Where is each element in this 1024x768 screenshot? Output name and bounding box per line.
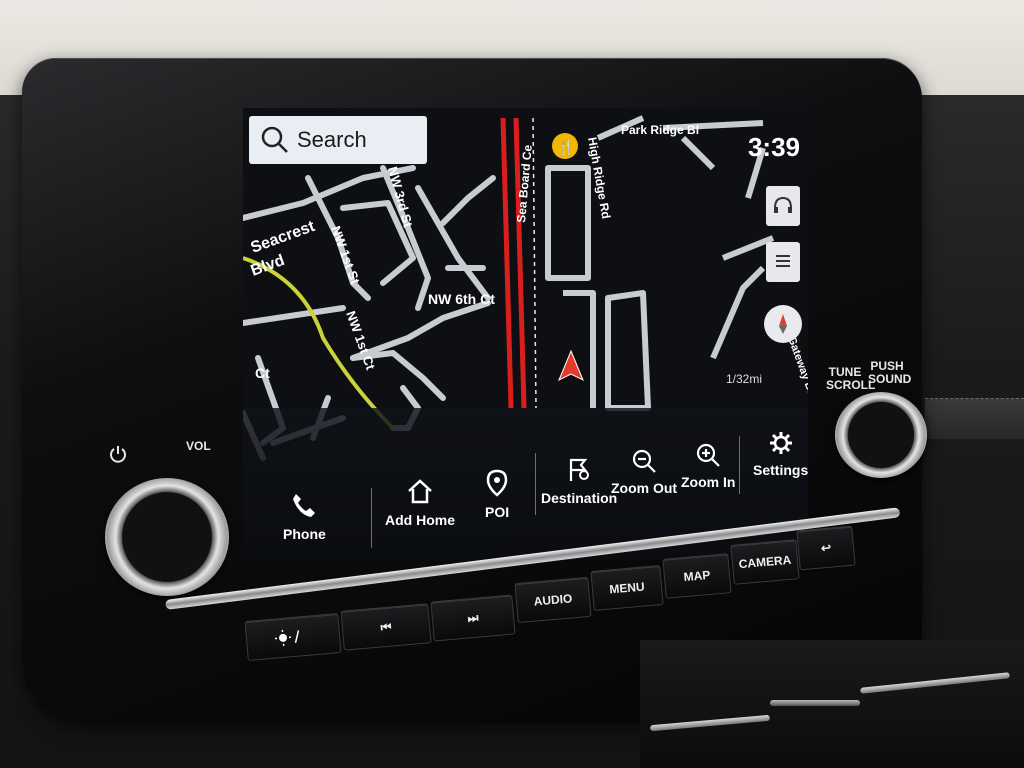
vent-slat [649, 714, 771, 732]
audio-button[interactable]: AUDIO [514, 576, 592, 624]
camera-label: CAMERA [738, 552, 792, 572]
destination-button[interactable]: Destination [541, 456, 617, 506]
compass-icon [779, 314, 787, 334]
divider [739, 436, 740, 494]
street-label-park-ridge: Park Ridge Bl [621, 123, 699, 137]
back-arrow-icon: ↩ [820, 540, 832, 556]
previous-track-icon: ⏮ [379, 619, 392, 634]
previous-track-button[interactable]: ⏮ [340, 603, 432, 651]
clock: 3:39 [747, 132, 800, 162]
audio-label: AUDIO [533, 591, 573, 609]
map-scale: 1/32mi [725, 372, 762, 386]
add-home-button[interactable]: Add Home [385, 476, 455, 528]
poi-button[interactable]: POI [485, 468, 509, 520]
zoom-in-button[interactable]: Zoom In [681, 442, 735, 490]
brightness-button[interactable] [244, 612, 342, 662]
divider [535, 453, 536, 515]
home-icon [408, 479, 432, 504]
tune-scroll-label: TUNE SCROLL [826, 365, 876, 392]
zoom-in-label: Zoom In [681, 474, 736, 490]
zoom-out-icon [632, 449, 656, 473]
poi-label: POI [485, 504, 510, 520]
next-track-icon: ⏭ [466, 610, 479, 625]
zoom-out-label: Zoom Out [611, 480, 678, 496]
menu-label: MENU [608, 579, 646, 597]
route-list-button[interactable] [766, 242, 800, 282]
street-label-nw-6th-ct: NW 6th Ct [428, 291, 495, 307]
voice-assist-button[interactable] [766, 186, 800, 226]
divider [371, 488, 372, 548]
next-track-button[interactable]: ⏭ [430, 594, 516, 642]
vent-tab[interactable] [770, 700, 860, 706]
map-button[interactable]: MAP [662, 553, 732, 599]
settings-label: Settings [753, 462, 808, 478]
menu-button[interactable]: MENU [590, 565, 664, 611]
phone-icon [293, 494, 316, 517]
street-label-ct: Ct [255, 365, 270, 381]
day-night-icon [275, 629, 308, 646]
list-icon [776, 255, 790, 267]
headset-icon [774, 196, 792, 213]
add-home-label: Add Home [385, 512, 455, 528]
dashboard-trim [925, 398, 1024, 439]
destination-label: Destination [541, 490, 618, 506]
phone-label: Phone [283, 526, 326, 542]
vol-label: VOL [186, 439, 211, 453]
settings-button[interactable]: Settings [753, 430, 808, 478]
hardware-button-row: ⏮ ⏭ AUDIO MENU MAP CAMERA ↩ [238, 512, 858, 677]
vent-slat [860, 672, 1010, 694]
search-icon [261, 126, 288, 153]
street-label-sea-board: Sea Board Ce [514, 144, 535, 223]
search-label: Search [297, 127, 367, 152]
power-icon [108, 444, 128, 464]
navigation-screen: Seacrest Blvd NW 3rd St NW 1st St NW 1st… [243, 108, 808, 560]
zoom-out-button[interactable]: Zoom Out [611, 448, 677, 496]
vehicle-position-icon [558, 349, 584, 382]
zoom-in-icon [697, 443, 720, 467]
restaurant-poi-icon[interactable] [552, 133, 578, 159]
search-input[interactable]: Search [249, 116, 427, 164]
gear-icon [769, 432, 792, 454]
push-sound-label: PUSH SOUND [868, 359, 912, 386]
svg-text:🍴: 🍴 [557, 139, 574, 156]
tune-knob[interactable] [835, 392, 927, 478]
phone-button[interactable]: Phone [283, 490, 326, 542]
compass-button[interactable] [764, 305, 802, 343]
map-pin-icon [486, 469, 508, 497]
destination-flag-icon [570, 458, 590, 481]
map-label: MAP [683, 567, 711, 585]
volume-knob[interactable] [105, 478, 229, 596]
camera-button[interactable]: CAMERA [730, 539, 800, 585]
back-button[interactable]: ↩ [796, 525, 856, 571]
air-vent [640, 640, 1024, 768]
